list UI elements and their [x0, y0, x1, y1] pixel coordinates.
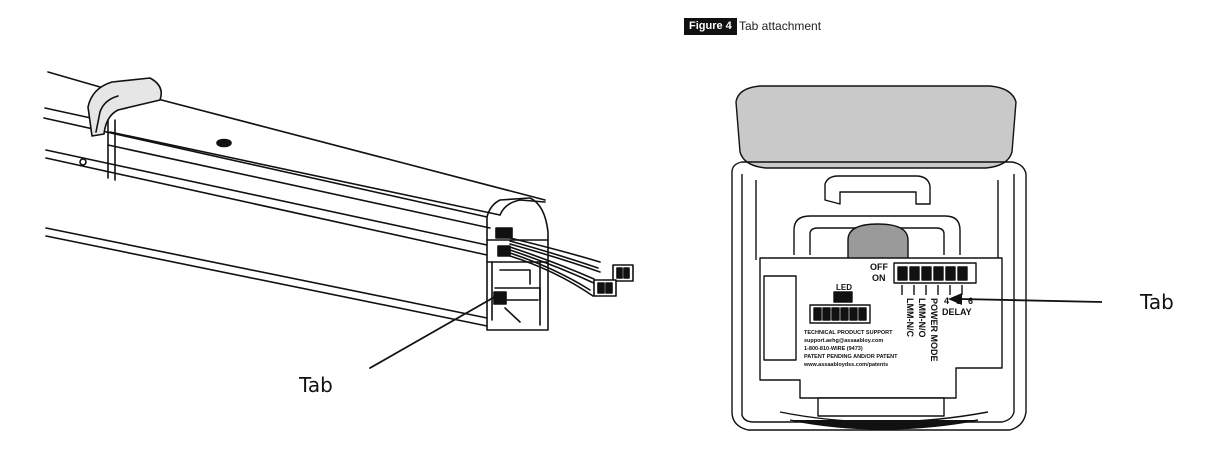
tab-leader-left — [369, 294, 499, 369]
support-line-5: www.assaabloydss.com/patents — [803, 362, 888, 368]
wire-harness — [509, 237, 601, 263]
bar-bottom-line-2 — [45, 235, 488, 327]
center-block — [847, 223, 909, 261]
device-panel-illustration: OFF ON LED LMM-N/C LMM-N/O POWER MODE 4 … — [731, 85, 1027, 431]
arrowhead-icon — [948, 293, 962, 305]
circuit-board — [759, 257, 1003, 399]
on-label: ON — [872, 273, 886, 283]
switch-label-2: LMM-N/O — [917, 298, 927, 338]
left-cap — [87, 77, 163, 137]
off-label: OFF — [870, 262, 888, 272]
tab-callout-left: Tab — [299, 373, 333, 397]
figure-title: Tab attachment — [739, 19, 822, 33]
support-line-4: PATENT PENDING AND/OR PATENT — [804, 354, 898, 360]
switch-label-1: LMM-N/C — [905, 298, 915, 337]
switch-number-6: 6 — [968, 296, 973, 306]
top-cap — [735, 85, 1017, 169]
delay-label: DELAY — [942, 307, 972, 317]
support-line-2: support.aehg@assaabloy.com — [804, 338, 883, 344]
support-line-3: 1-800-810-WIRE (9473) — [804, 346, 863, 352]
bar-top-edge — [47, 71, 101, 88]
tab-leader-right — [948, 293, 1103, 305]
exit-bar-illustration — [43, 71, 634, 369]
connector-upper — [612, 264, 634, 282]
bar-bottom-line-1 — [45, 227, 488, 319]
support-line-1: TECHNICAL PRODUCT SUPPORT — [804, 330, 893, 336]
switch-number-4: 4 — [944, 296, 949, 306]
tab-callout-right: Tab — [1140, 290, 1174, 314]
led-label: LED — [836, 283, 852, 292]
housing-inner-top — [109, 131, 501, 216]
figure-number-badge: Figure 4 — [684, 18, 737, 35]
mounting-hole — [216, 138, 232, 148]
tab-part — [817, 397, 945, 417]
bar-lower-line-2 — [45, 157, 488, 256]
end-housing — [486, 197, 549, 331]
bar-top-face-front — [43, 117, 488, 218]
upper-bracket — [824, 175, 931, 205]
switch-label-3: POWER MODE — [929, 298, 939, 362]
outer-housing — [731, 161, 1027, 431]
bar-lower-line-1 — [45, 149, 488, 246]
